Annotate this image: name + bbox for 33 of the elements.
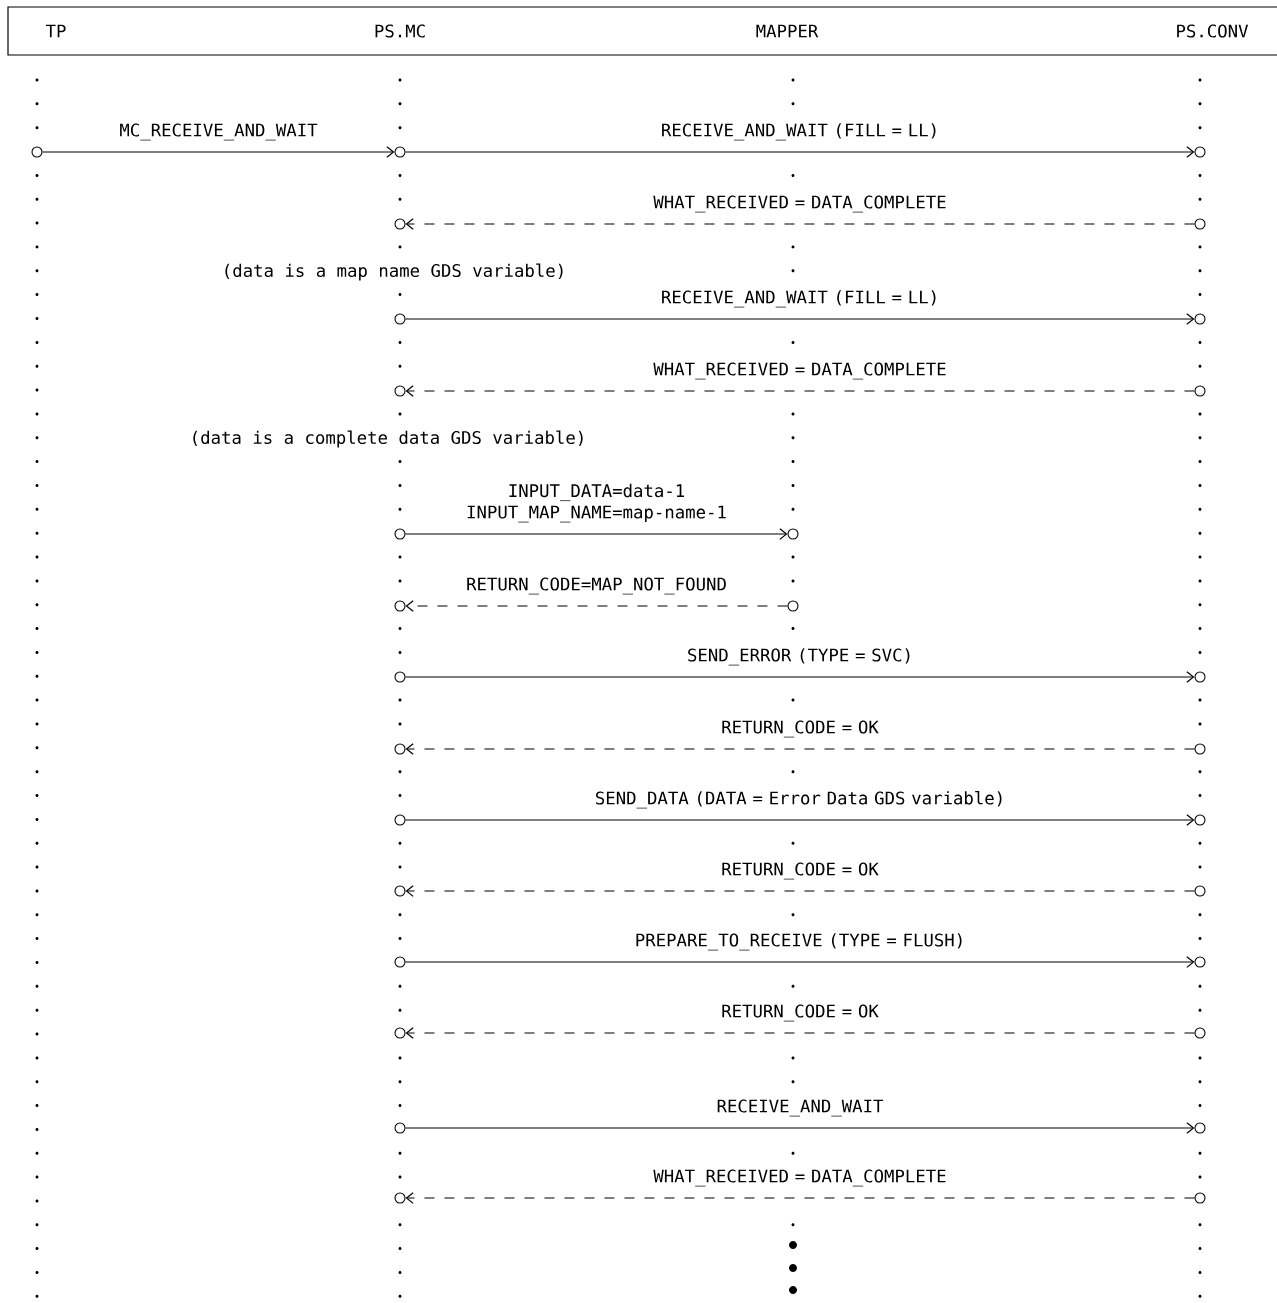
arrow (404, 528, 788, 540)
edge-label: RETURN_CODE=MAP_NOT_FOUND (467, 577, 726, 595)
note-text: (data is a map name GDS variable) (225, 263, 563, 281)
arrow (405, 885, 1196, 897)
edge-label: PREPARE_TO_RECEIVE (TYPE = FLUSH) (636, 933, 962, 951)
arrow (405, 218, 1196, 230)
edge-label: RECEIVE_AND_WAIT (717, 1099, 884, 1117)
arrow (405, 385, 1196, 397)
edge-label: RETURN_CODE = OK (722, 720, 879, 738)
edge-label: MC_RECEIVE_AND_WAIT (120, 123, 318, 141)
arrow (404, 814, 1195, 826)
arrow (405, 1027, 1196, 1039)
note-text: (data is a complete data GDS variable) (193, 430, 583, 448)
edge-label: INPUT_DATA=data-1 INPUT_MAP_NAME=map-name-1 (467, 483, 726, 523)
arrow (41, 146, 395, 158)
edge-label: SEND_ERROR (TYPE = SVC) (688, 648, 910, 666)
edge-label: WHAT_RECEIVED = DATA_COMPLETE (653, 195, 946, 213)
edge-label: RECEIVE_AND_WAIT (FILL = LL) (662, 290, 936, 308)
edge-label: RETURN_CODE = OK (722, 862, 879, 880)
arrow (404, 146, 1195, 158)
edge-label: RETURN_CODE = OK (722, 1004, 879, 1022)
arrow (404, 313, 1195, 325)
arrow (405, 743, 1196, 755)
arrow (405, 600, 789, 612)
edge-label: WHAT_RECEIVED = DATA_COMPLETE (653, 1169, 946, 1187)
arrow (404, 1122, 1195, 1134)
edge-label: RECEIVE_AND_WAIT (FILL = LL) (662, 123, 936, 141)
arrow (404, 671, 1195, 683)
edge-label: SEND_DATA (DATA = Error Data GDS variable) (596, 791, 1002, 809)
header-bar: TP PS.MC MAPPER PS.CONV (7, 6, 1277, 56)
edge-label: WHAT_RECEIVED = DATA_COMPLETE (653, 362, 946, 380)
arrow (405, 1192, 1196, 1204)
arrow (404, 956, 1195, 968)
